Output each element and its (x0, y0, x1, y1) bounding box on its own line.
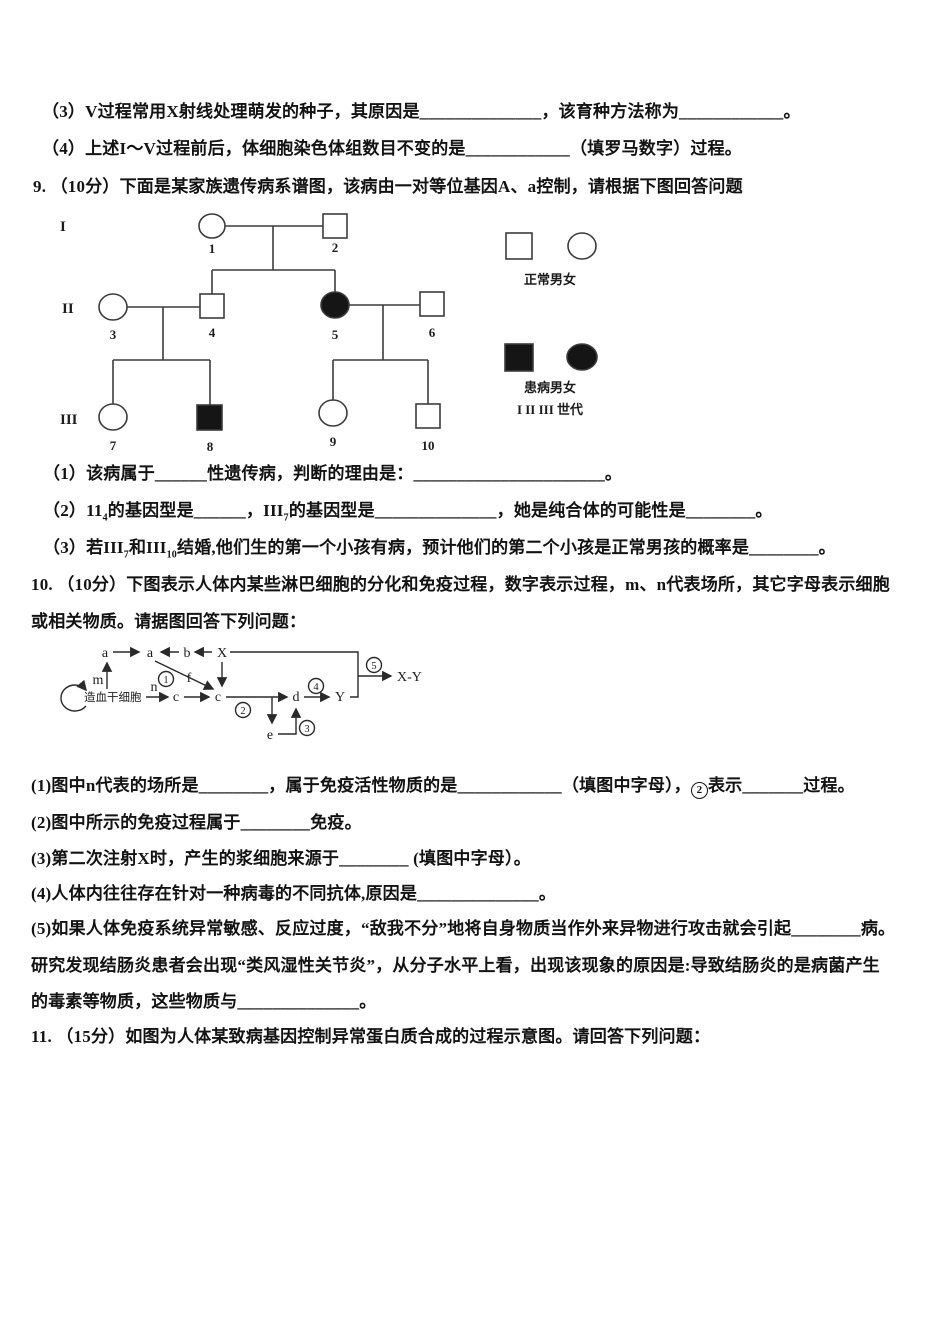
question-9-sub2: （2）114的基因型是______，III7的基因型是_____________… (43, 496, 773, 523)
legend-normal-label: 正常男女 (524, 272, 576, 287)
question-10-sub4: (4)人体内往往存在针对一种病毒的不同抗体,原因是______________。 (31, 884, 557, 903)
individual-number: 3 (110, 327, 117, 342)
individual-number: 4 (209, 325, 216, 340)
q10-sub1-text: 表示_______过程。 (707, 776, 855, 795)
step-1-circle (157, 670, 175, 688)
immune-process-diagram: 造血干细胞 a a b X m n c c f d e Y X-Y 1 2 3 … (60, 646, 422, 743)
step-5-number: 5 (371, 661, 376, 672)
node-y: Y (335, 690, 345, 705)
generation-label-3: III (60, 412, 78, 428)
question-11-heading: 11. （15分）如图为人体某致病基因控制异常蛋白质合成的过程示意图。请回答下列… (31, 1027, 711, 1046)
question-10-sub5-line2: 研究发现结肠炎患者会出现“类风湿性关节炎”，从分子水平上看，出现该现象的原因是:… (31, 956, 880, 975)
legend-normal-male-square (505, 232, 533, 260)
q9-sub3-subscript-7: 7 (123, 549, 129, 561)
individual-number: 10 (422, 438, 435, 453)
node-x: X (217, 646, 227, 661)
question-9-sub1: （1）该病属于______性遗传病，判断的理由是：_______________… (43, 464, 623, 483)
site-m: m (93, 673, 104, 688)
pedigree-individual-6-male (419, 291, 445, 317)
step-3-number: 3 (304, 724, 309, 735)
legend-generations-label: I II III 世代 (517, 402, 583, 417)
step-5-circle (365, 656, 383, 674)
question-8-sub4: （4）上述I～V过程前后，体细胞染色体组数目不变的是____________（填… (42, 139, 742, 158)
pedigree-individual-10-male (415, 403, 441, 429)
q9-sub2-text: 的基因型是______，III (107, 501, 284, 520)
q9-sub2-subscript-4: 4 (102, 512, 108, 524)
q9-sub3-text: 和III (128, 538, 167, 557)
pedigree-chart: I II III 1 2 3 4 5 6 7 8 9 10 正常男女 患病男女 … (60, 213, 598, 454)
step-1-number: 1 (163, 675, 168, 686)
question-10-heading-line1: 10. （10分）下图表示人体内某些淋巴细胞的分化和免疫过程，数字表示过程，m、… (31, 575, 890, 594)
legend-affected-label: 患病男女 (524, 380, 576, 395)
pedigree-individual-7-female (98, 403, 128, 431)
stem-cell-label: 造血干细胞 (84, 690, 142, 704)
node-x-y-complex: X-Y (397, 670, 422, 685)
question-9-heading: 9. （10分）下面是某家族遗传病系谱图，该病由一对等位基因A、a控制，请根据下… (33, 177, 743, 196)
generation-label-2: II (62, 301, 74, 317)
step-2-circle (234, 701, 252, 719)
pedigree-individual-3-female (98, 293, 128, 321)
individual-number: 2 (332, 240, 339, 255)
question-10-sub2: (2)图中所示的免疫过程属于________免疫。 (31, 813, 362, 832)
q10-sub1-text: (1)图中n代表的场所是________，属于免疫活性物质的是_________… (31, 776, 691, 795)
question-10-sub1: (1)图中n代表的场所是________，属于免疫活性物质的是_________… (31, 771, 855, 799)
node-f: f (187, 671, 192, 686)
question-10-sub5-line1: (5)如果人体免疫系统异常敏感、反应过度，“敌我不分”地将自身物质当作外来异物进… (31, 919, 896, 938)
pedigree-individual-8-male-affected (196, 404, 223, 431)
circled-2-glyph: 2 (690, 782, 708, 799)
individual-number: 5 (332, 327, 339, 342)
legend-affected-male-square (504, 343, 534, 372)
individual-number: 8 (207, 439, 214, 454)
q9-sub3-subscript-10: 10 (166, 549, 178, 561)
legend-normal-female-circle (567, 232, 597, 260)
question-10-sub5-line3: 的毒素等物质，这些物质与______________。 (31, 992, 377, 1011)
node-b: b (184, 646, 191, 661)
q9-sub2-subscript-7: 7 (283, 512, 289, 524)
step-4-circle (307, 677, 325, 695)
node-c2: c (215, 690, 221, 705)
question-9-sub3: （3）若III7和III10结婚,他们生的第一个小孩有病，预计他们的第二个小孩是… (43, 533, 836, 560)
q9-sub2-text: 的基因型是______________，她是纯合体的可能性是________。 (288, 501, 773, 520)
step-2-number: 2 (240, 706, 245, 717)
generation-label-1: I (60, 219, 66, 235)
question-10-heading-line2: 或相关物质。请据图回答下列问题： (31, 612, 307, 631)
step-4-number: 4 (313, 682, 319, 693)
question-8-sub3: （3）V过程常用X射线处理萌发的种子，其原因是______________，该育… (42, 102, 801, 121)
site-n: n (151, 680, 158, 695)
q9-sub3-text: （3）若III (43, 538, 124, 557)
legend-affected-female-circle (566, 343, 598, 371)
q9-sub3-text: 结婚,他们生的第一个小孩有病，预计他们的第二个小孩是正常男孩的概率是______… (177, 538, 836, 557)
node-d: d (293, 690, 300, 705)
node-a1: a (102, 646, 109, 661)
node-a2: a (147, 646, 154, 661)
pedigree-individual-1-female (198, 213, 226, 239)
q9-sub2-text: （2）11 (43, 501, 103, 520)
pedigree-individual-9-female (318, 399, 348, 427)
question-10-sub3: (3)第二次注射X时，产生的浆细胞来源于________ (填图中字母）。 (31, 849, 531, 868)
individual-number: 6 (429, 325, 436, 340)
node-c1: c (173, 690, 179, 705)
individual-number: 1 (209, 241, 216, 256)
step-3-circle (298, 719, 316, 737)
pedigree-individual-2-male (322, 213, 348, 239)
pedigree-individual-4-male (199, 293, 225, 319)
individual-number: 7 (110, 438, 117, 453)
pedigree-individual-5-female-affected (320, 291, 350, 319)
node-e: e (267, 728, 273, 743)
individual-number: 9 (330, 434, 337, 449)
self-renewal-loop-arrow (60, 679, 88, 712)
